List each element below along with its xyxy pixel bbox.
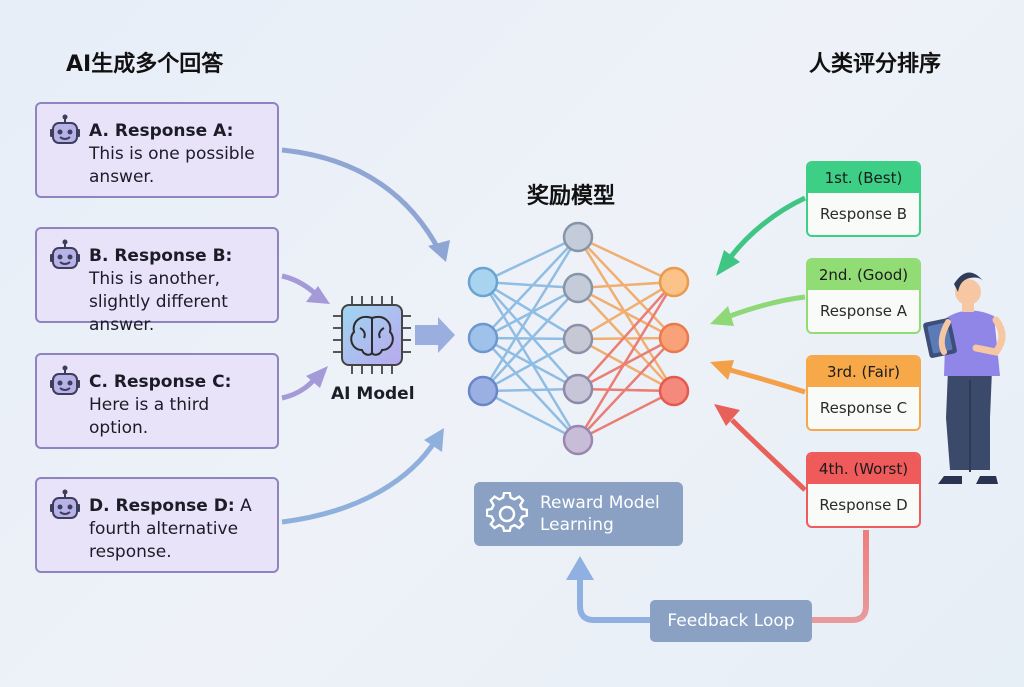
response-text-a: A. Response A: This is one possible answ…: [89, 121, 255, 187]
rank-response-1: Response B: [819, 205, 908, 223]
rank-response-2: Response A: [819, 302, 908, 320]
right-heading: 人类评分排序: [809, 52, 942, 77]
left-heading: AI生成多个回答: [66, 52, 224, 77]
feedback-loop-label: Feedback Loop: [650, 600, 812, 642]
ranking-arrows: [710, 195, 807, 492]
reward-learning-box: Reward Model Learning: [474, 482, 683, 546]
rank-card-4: 4th. (Worst) Response D: [806, 452, 921, 528]
response-text-b: B. Response B: This is another, slightly…: [89, 246, 233, 335]
rank-response-4: Response D: [819, 496, 908, 514]
rank-card-2: 2nd. (Good) Response A: [806, 258, 921, 334]
neural-network-nodes: [467, 221, 690, 456]
person-illustration: [923, 272, 1006, 484]
response-arrows: [281, 147, 455, 525]
response-text-d: D. Response D: A fourth alternative resp…: [89, 496, 252, 562]
rank-label-4: 4th. (Worst): [808, 454, 919, 484]
ai-model-label: AI Model: [331, 384, 415, 404]
neural-network-edges: [481, 235, 676, 442]
response-card-c: C. Response C: Here is a third option.: [35, 353, 279, 449]
rank-card-1: 1st. (Best) Response B: [806, 161, 921, 237]
response-card-b: B. Response B: This is another, slightly…: [35, 227, 279, 335]
rank-card-3: 3rd. (Fair) Response C: [806, 355, 921, 431]
reward-model-heading: 奖励模型: [527, 184, 616, 209]
rank-response-3: Response C: [819, 399, 908, 417]
rank-label-3: 3rd. (Fair): [808, 357, 919, 387]
robot-icon: [50, 365, 80, 395]
response-card-d: D. Response D: A fourth alternative resp…: [35, 477, 279, 573]
reward-learning-label: Reward Model Learning: [540, 493, 660, 535]
robot-icon: [50, 489, 80, 519]
robot-icon: [50, 114, 80, 144]
ai-chip-icon: [333, 296, 411, 374]
robot-icon: [50, 239, 80, 269]
gear-icon: [486, 492, 529, 532]
rank-label-1: 1st. (Best): [808, 163, 919, 193]
rank-label-2: 2nd. (Good): [808, 260, 919, 290]
feedback-loop-path: [566, 530, 869, 623]
response-card-a: A. Response A: This is one possible answ…: [35, 102, 279, 198]
chip-to-network-arrow: [415, 317, 455, 353]
response-text-c: C. Response C: Here is a third option.: [89, 372, 232, 438]
